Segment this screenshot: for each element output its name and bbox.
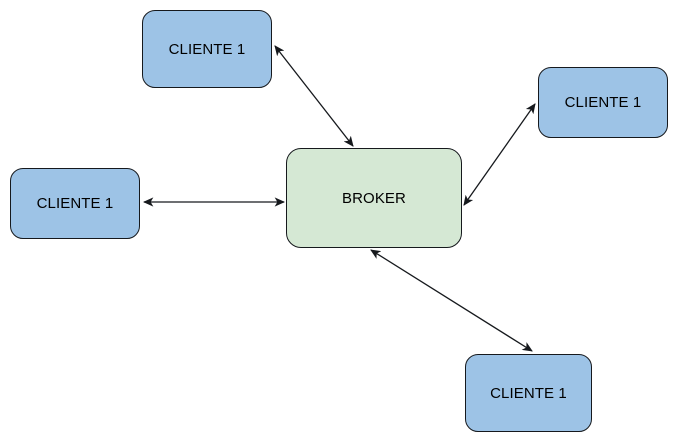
node-client-left[interactable]: CLIENTE 1 [10, 168, 140, 239]
node-label-client-top: CLIENTE 1 [168, 40, 246, 58]
node-client-top[interactable]: CLIENTE 1 [142, 10, 272, 88]
node-label-client-bottom: CLIENTE 1 [490, 384, 567, 402]
edge-broker-client-right[interactable] [463, 103, 536, 206]
node-label-broker: BROKER [342, 189, 406, 207]
node-label-client-right: CLIENTE 1 [564, 94, 642, 111]
node-client-right[interactable]: CLIENTE 1 [538, 67, 668, 138]
node-label-client-left: CLIENTE 1 [36, 195, 114, 212]
node-broker[interactable]: BROKER [286, 148, 462, 248]
node-client-bottom[interactable]: CLIENTE 1 [465, 354, 592, 432]
edge-broker-client-top[interactable] [274, 45, 354, 147]
edge-broker-client-bottom[interactable] [370, 249, 533, 352]
